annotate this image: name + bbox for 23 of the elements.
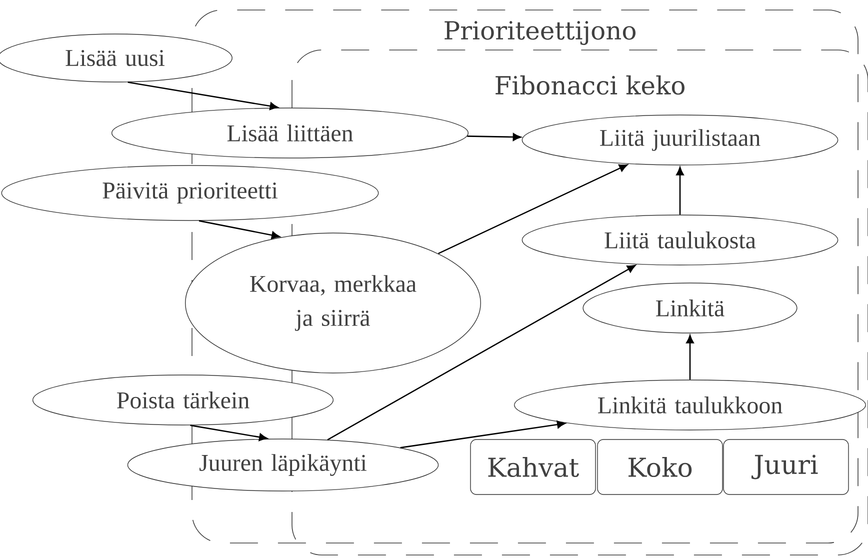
ellipse-node: Poista tärkein	[32, 374, 334, 426]
arrow	[198, 220, 280, 240]
ellipse-node: Päivitä prioriteetti	[1, 165, 379, 221]
table-cell: Kahvat	[470, 439, 596, 495]
table-cell: Juuri	[723, 439, 849, 495]
ellipse-node: Linkitä	[582, 282, 798, 334]
arrow	[686, 334, 694, 380]
table-cell: Koko	[597, 439, 723, 495]
ellipse-node: Linkitä taulukkoon	[514, 380, 866, 430]
arrow	[327, 264, 636, 440]
arrow	[190, 424, 268, 442]
ellipse-node: Liitä juurilistaan	[522, 114, 838, 166]
arrow	[676, 166, 684, 215]
frame-title: Fibonacci keko	[496, 75, 684, 95]
arrow	[128, 82, 278, 110]
arrow	[467, 133, 522, 141]
arrow	[438, 164, 628, 254]
arrow	[400, 420, 566, 448]
ellipse-node: Juuren läpikäynti	[127, 438, 439, 492]
ellipse-node: Liitä taulukosta	[522, 214, 838, 266]
ellipse-node: Lisää liittäen	[111, 108, 469, 158]
frame-title: Prioriteettijono	[444, 21, 636, 45]
node-label: Linkitä taulukkoon	[598, 396, 782, 414]
